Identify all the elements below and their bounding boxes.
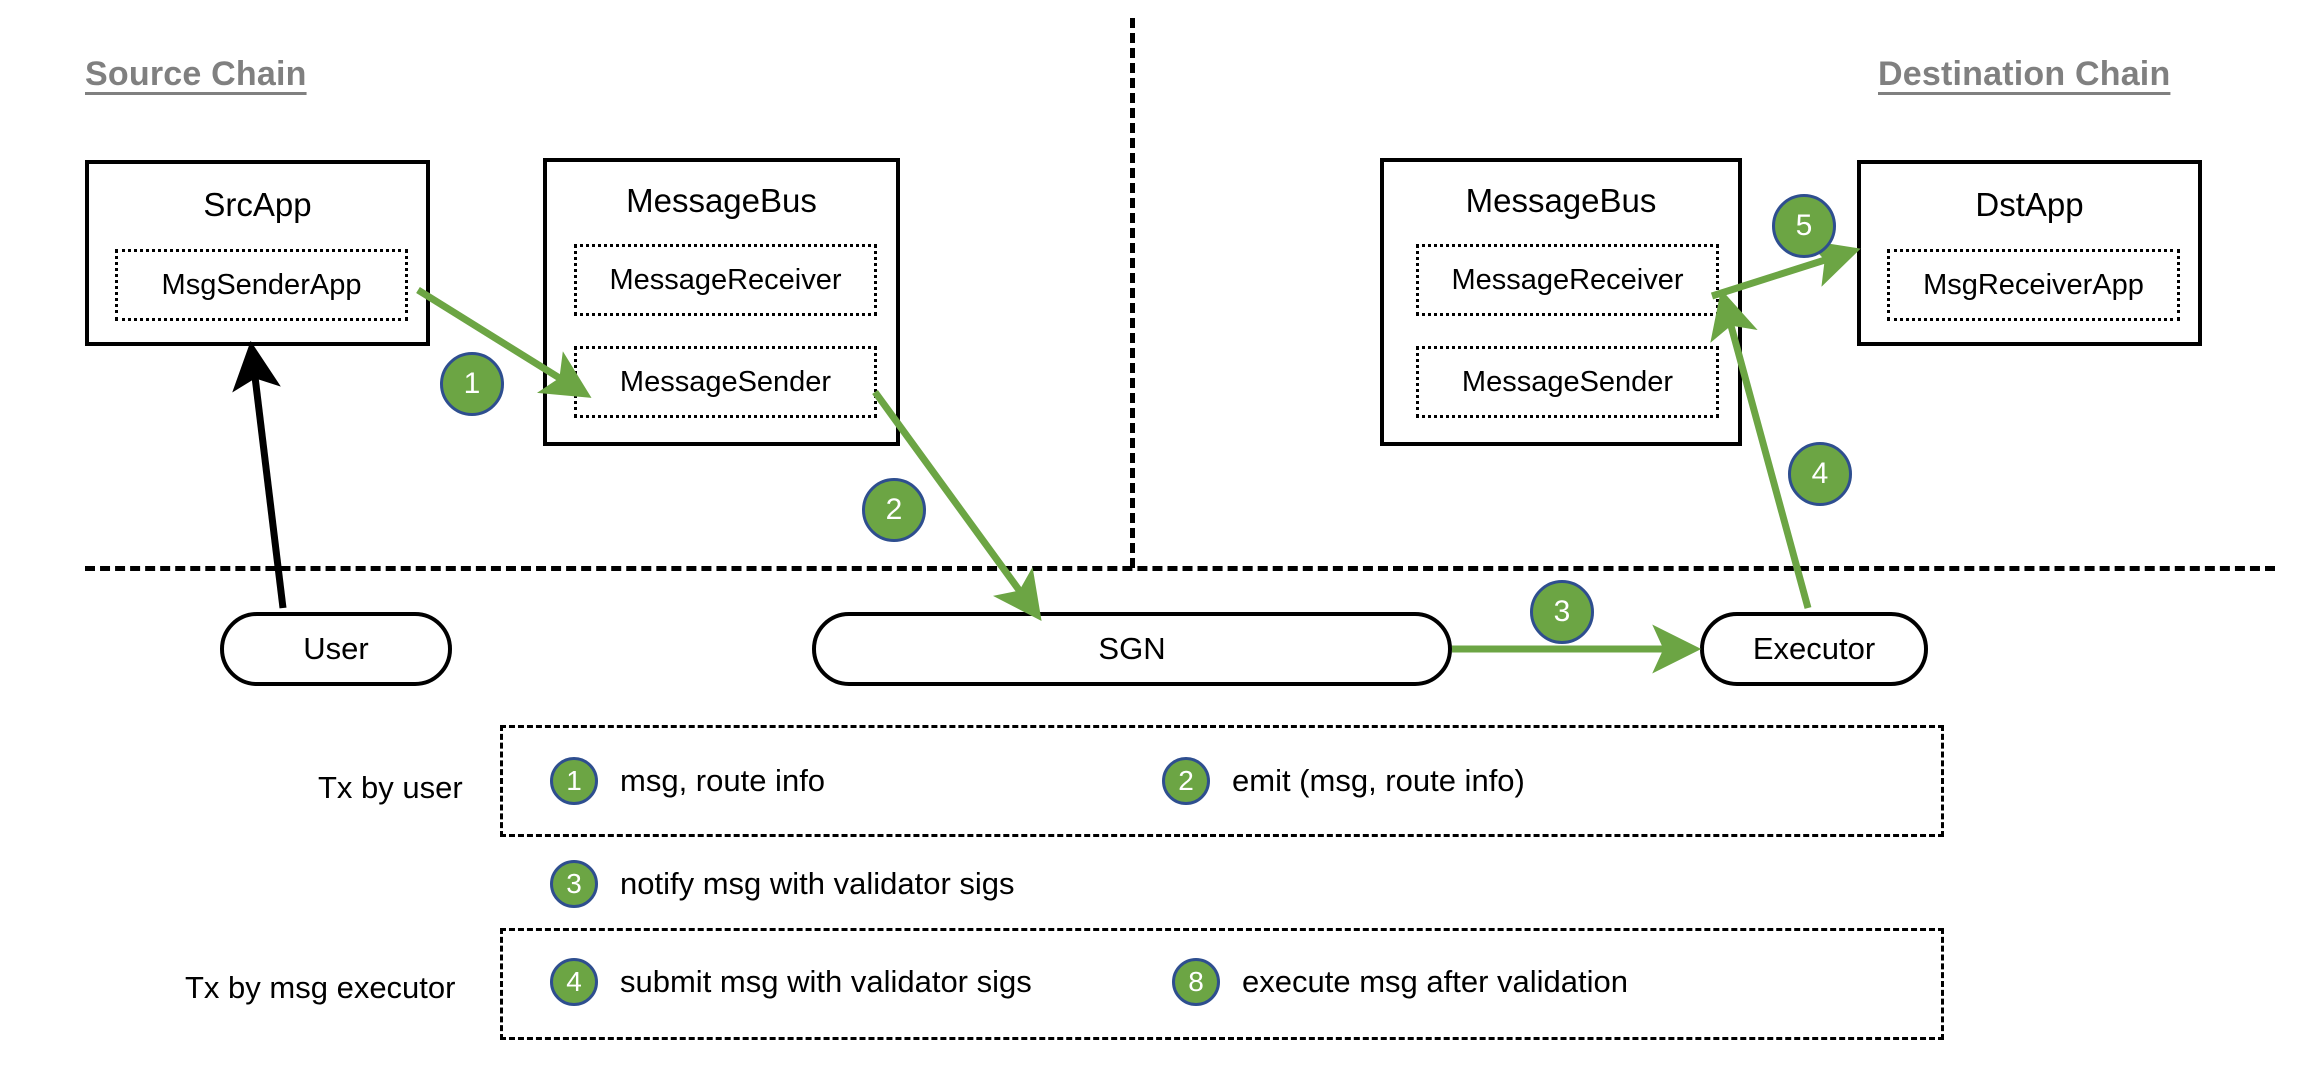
source-message-bus-box: MessageBus MessageReceiver MessageSender bbox=[543, 158, 900, 446]
destination-message-bus-box: MessageBus MessageReceiver MessageSender bbox=[1380, 158, 1742, 446]
legend-text-4: submit msg with validator sigs bbox=[620, 964, 1032, 999]
destination-message-bus-title: MessageBus bbox=[1465, 182, 1657, 219]
src-app-title: SrcApp bbox=[203, 186, 312, 223]
flow-badge-5: 5 bbox=[1772, 194, 1836, 258]
source-chain-title: Source Chain bbox=[85, 55, 307, 93]
source-message-sender-box: MessageSender bbox=[574, 346, 877, 418]
legend-label-tx-by-msg-executor: Tx by msg executor bbox=[185, 970, 456, 1005]
legend-item-1: 1 msg, route info bbox=[550, 757, 825, 805]
legend-item-3: 3 notify msg with validator sigs bbox=[550, 860, 1015, 908]
flow-badge-3: 3 bbox=[1530, 580, 1594, 644]
legend-box-tx-by-msg-executor bbox=[500, 928, 1944, 1040]
destination-message-sender-box: MessageSender bbox=[1416, 346, 1719, 418]
src-app-box: SrcApp MsgSenderApp bbox=[85, 160, 430, 346]
destination-chain-title: Destination Chain bbox=[1878, 55, 2171, 93]
chain-divider-vertical bbox=[1130, 18, 1135, 568]
legend-badge-8: 8 bbox=[1172, 958, 1220, 1006]
flow-badge-2: 2 bbox=[862, 478, 926, 542]
legend-text-1: msg, route info bbox=[620, 763, 826, 798]
source-message-bus-title: MessageBus bbox=[626, 182, 817, 219]
msg-receiver-app-box: MsgReceiverApp bbox=[1887, 249, 2180, 321]
dst-app-box: DstApp MsgReceiverApp bbox=[1857, 160, 2202, 346]
user-node: User bbox=[220, 612, 452, 686]
legend-item-8: 8 execute msg after validation bbox=[1172, 958, 1628, 1006]
executor-node: Executor bbox=[1700, 612, 1928, 686]
flow-badge-4: 4 bbox=[1788, 442, 1852, 506]
legend-text-8: execute msg after validation bbox=[1242, 964, 1628, 999]
msg-sender-app-box: MsgSenderApp bbox=[115, 249, 408, 321]
legend-badge-3: 3 bbox=[550, 860, 598, 908]
legend-badge-1: 1 bbox=[550, 757, 598, 805]
flow-badge-1: 1 bbox=[440, 352, 504, 416]
legend-item-2: 2 emit (msg, route info) bbox=[1162, 757, 1525, 805]
legend-text-3: notify msg with validator sigs bbox=[620, 866, 1015, 901]
destination-message-receiver-box: MessageReceiver bbox=[1416, 244, 1719, 316]
dst-app-title: DstApp bbox=[1975, 186, 2084, 223]
legend-badge-4: 4 bbox=[550, 958, 598, 1006]
legend-box-tx-by-user bbox=[500, 725, 1944, 837]
legend-text-2: emit (msg, route info) bbox=[1232, 763, 1525, 798]
legend-item-4: 4 submit msg with validator sigs bbox=[550, 958, 1032, 1006]
legend-label-tx-by-user: Tx by user bbox=[318, 770, 463, 805]
legend-badge-2: 2 bbox=[1162, 757, 1210, 805]
sgn-node: SGN bbox=[812, 612, 1452, 686]
onchain-offchain-divider bbox=[85, 566, 2275, 571]
source-message-receiver-box: MessageReceiver bbox=[574, 244, 877, 316]
